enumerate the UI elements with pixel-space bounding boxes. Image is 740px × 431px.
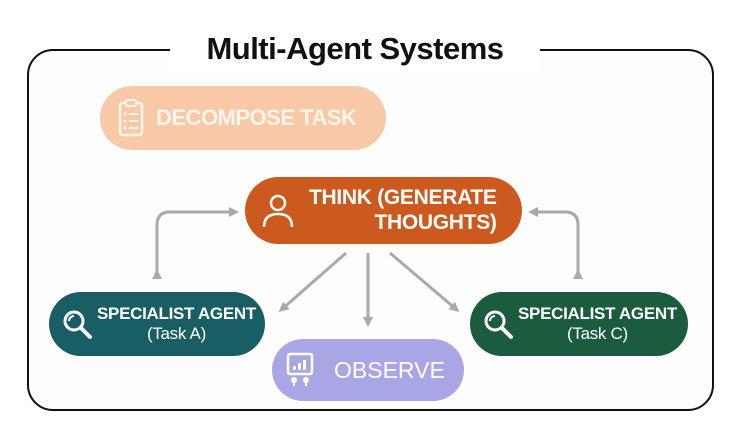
arrow-specialist-a-think xyxy=(152,207,239,279)
user-icon xyxy=(261,193,295,229)
arrow-specialist-c-think xyxy=(528,207,583,279)
think-label-line2: THOUGHTS) xyxy=(374,210,497,234)
observe-label: OBSERVE xyxy=(334,356,445,383)
arrow-think-specialist-c xyxy=(389,251,460,312)
specialist-agent-c-node: SPECIALIST AGENT (Task C) xyxy=(470,292,688,356)
think-node: THINK (GENERATE THOUGHTS) xyxy=(245,177,522,244)
think-label-line1: THINK (GENERATE xyxy=(309,186,497,210)
specialist-a-line2: (Task A) xyxy=(146,324,206,343)
title-container: Multi-Agent Systems xyxy=(170,26,540,72)
search-icon xyxy=(61,308,93,340)
decompose-task-label: DECOMPOSE TASK xyxy=(156,105,357,131)
observe-node: OBSERVE xyxy=(272,339,464,401)
specialist-agent-c-label: SPECIALIST AGENT (Task C) xyxy=(518,304,677,343)
specialist-a-line1: SPECIALIST AGENT xyxy=(97,304,256,324)
specialist-c-line2: (Task C) xyxy=(567,324,628,343)
clipboard-list-icon xyxy=(118,99,144,137)
specialist-c-line1: SPECIALIST AGENT xyxy=(518,304,677,324)
search-icon xyxy=(482,308,514,340)
specialist-agent-a-label: SPECIALIST AGENT (Task A) xyxy=(97,304,256,343)
specialist-agent-a-node: SPECIALIST AGENT (Task A) xyxy=(49,292,265,356)
think-label: THINK (GENERATE THOUGHTS) xyxy=(309,186,497,234)
arrow-think-specialist-a xyxy=(278,251,347,312)
diagram-title: Multi-Agent Systems xyxy=(206,31,504,66)
presentation-chart-icon xyxy=(286,352,314,388)
decompose-task-node: DECOMPOSE TASK xyxy=(100,86,386,150)
